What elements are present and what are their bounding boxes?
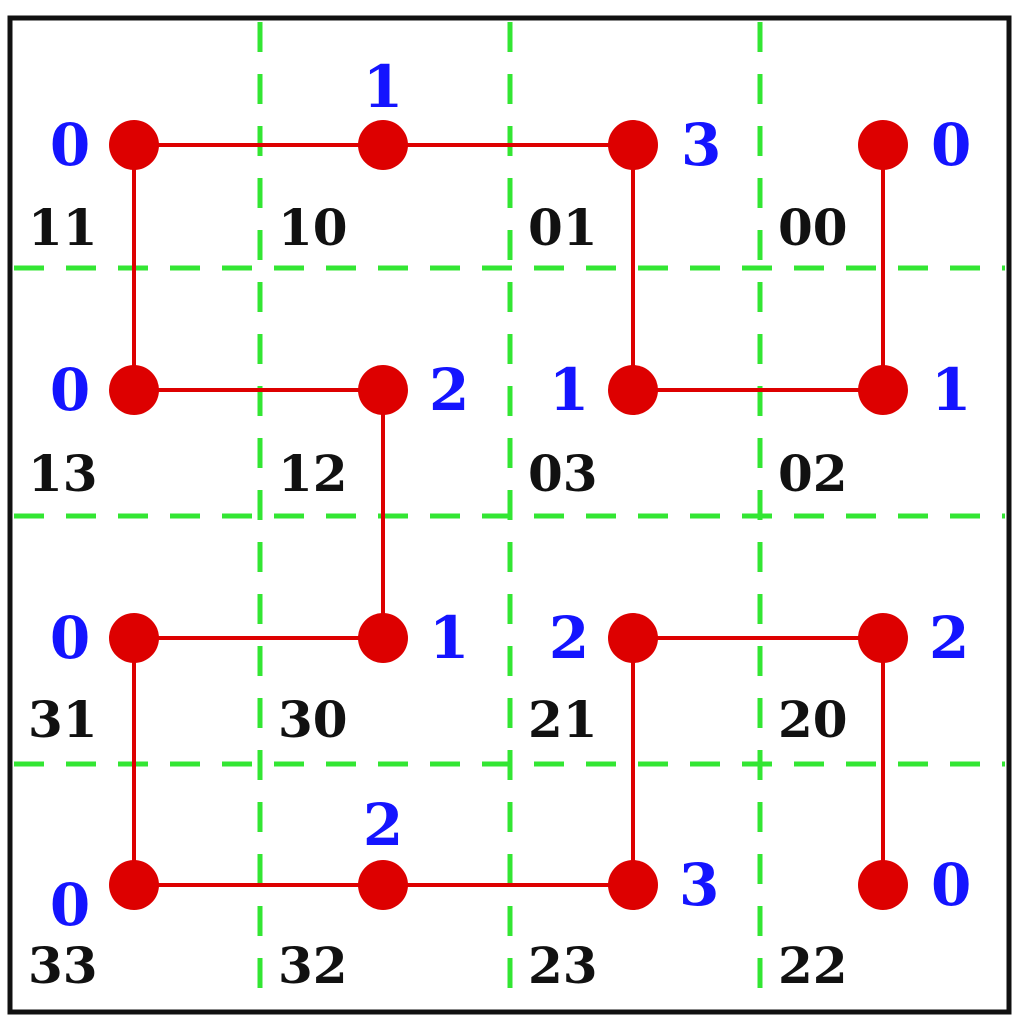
vertex-02 [858,365,908,415]
vertex-label-33: 0 [50,871,90,939]
vertex-label-02: 1 [931,356,971,424]
vertex-label-31: 0 [50,604,90,672]
cell-code-21: 21 [528,690,598,749]
cell-code-22: 22 [778,936,848,995]
cell-code-02: 02 [778,444,848,503]
vertex-label-30: 1 [429,604,469,672]
cell-code-12: 12 [278,444,348,503]
vertex-label-22: 0 [931,851,971,919]
vertex-label-00: 0 [931,111,971,179]
grid-lines [14,22,1005,1008]
vertex-label-32: 2 [363,791,403,859]
vertex-12 [358,365,408,415]
vertex-label-01: 3 [681,111,721,179]
vertex-33 [109,860,159,910]
vertex-20 [858,613,908,663]
vertex-13 [109,365,159,415]
cell-code-00: 00 [778,198,848,257]
diagram-frame [7,15,1012,1015]
vertex-label-03: 1 [549,356,589,424]
vertex-01 [608,120,658,170]
cell-code-01: 01 [528,198,598,257]
cell-code-31: 31 [28,690,98,749]
vertex-30 [358,613,408,663]
vertex-23 [608,860,658,910]
cell-code-11: 11 [28,198,98,257]
cell-code-03: 03 [528,444,598,503]
vertex-label-10: 1 [363,53,403,121]
vertex-label-13: 0 [50,356,90,424]
vertex-21 [608,613,658,663]
vertex-00 [858,120,908,170]
vertex-label-20: 2 [929,604,969,672]
curve-vertices [109,120,908,910]
cell-code-33: 33 [28,936,98,995]
vertex-10 [358,120,408,170]
cell-code-32: 32 [278,936,348,995]
vertex-label-11: 0 [50,111,90,179]
curve-path [132,143,885,887]
cell-code-13: 13 [28,444,98,503]
vertex-03 [608,365,658,415]
cell-code-30: 30 [278,690,348,749]
cell-code-10: 10 [278,198,348,257]
vertex-31 [109,613,159,663]
vertex-label-12: 2 [429,356,469,424]
cell-code-20: 20 [778,690,848,749]
vertex-label-23: 3 [679,851,719,919]
cell-code-23: 23 [528,936,598,995]
vertex-22 [858,860,908,910]
vertex-label-21: 2 [549,604,589,672]
vertex-32 [358,860,408,910]
vertex-11 [109,120,159,170]
